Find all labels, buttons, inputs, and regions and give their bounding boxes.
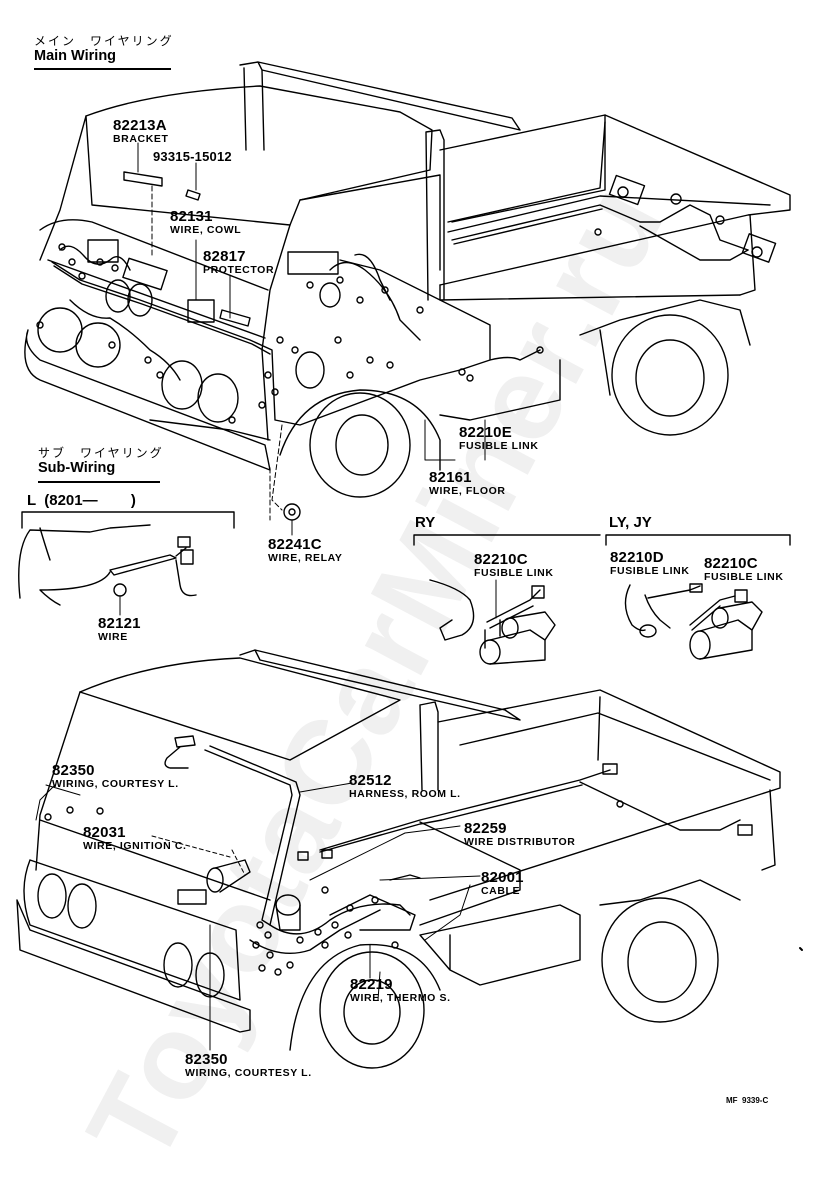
part-number: 82213A	[113, 117, 167, 134]
part-label-82241c: 82241C WIRE, RELAY	[268, 537, 342, 564]
cab-roof	[85, 85, 433, 226]
figure-code: MF 9339-C	[726, 1096, 769, 1105]
part-label-82210c-ly-jy: 82210C FUSIBLE LINK	[704, 556, 784, 583]
part-name: FUSIBLE LINK	[474, 567, 554, 579]
part-number: 82512	[349, 772, 392, 789]
section-underline	[34, 68, 171, 70]
part-number: 82210C	[474, 551, 528, 568]
part-number: 82031	[83, 824, 126, 841]
part-number: 82131	[170, 208, 213, 225]
front-wheel	[309, 392, 411, 498]
part-number: 82241C	[268, 536, 322, 553]
relay-82241c	[283, 503, 301, 521]
part-name: FUSIBLE LINK	[704, 571, 784, 583]
leader-lines-top	[137, 142, 486, 536]
part-label-82161: 82161 WIRE, FLOOR	[429, 470, 506, 497]
part-name: WIRE, COWL	[170, 224, 242, 236]
part-name: WIRING, COURTESY L.	[52, 778, 179, 790]
bracket-82213a	[123, 171, 163, 187]
part-label-82350-top: 82350 WIRING, COURTESY L.	[52, 763, 179, 790]
ly-jy-drawing	[605, 534, 791, 660]
section-title: Sub-Wiring	[38, 460, 116, 476]
part-label-82121: 82121 WIRE	[98, 616, 141, 643]
section-title: Main Wiring	[34, 48, 117, 64]
section-main-wiring: メイン ワイヤリング Main Wiring	[34, 35, 174, 64]
part-label-82259: 82259 WIRE DISTRIBUTOR	[464, 821, 576, 848]
part-name: FUSIBLE LINK	[459, 440, 539, 452]
part-name: HARNESS, ROOM L.	[349, 788, 461, 800]
part-number: 82350	[185, 1051, 228, 1068]
part-name: WIRE, IGNITION C.	[83, 840, 187, 852]
part-number: 82210D	[610, 549, 664, 566]
bottom-truck-drawing	[16, 649, 803, 1069]
part-name: FUSIBLE LINK	[610, 565, 690, 577]
leader-lines-bottom	[35, 782, 481, 1051]
section-underline	[38, 481, 160, 483]
part-label-82210c-ry: 82210C FUSIBLE LINK	[474, 552, 554, 579]
part-label-82213a: 82213A BRACKET	[113, 118, 169, 145]
part-name: WIRE, FLOOR	[429, 485, 506, 497]
truck-bed	[439, 114, 791, 286]
truck-bed-bottom	[429, 689, 781, 901]
part-name: CABLE	[481, 885, 521, 897]
cab-roof-bottom	[79, 657, 401, 761]
bracket-l	[21, 511, 235, 529]
part-label-82512: 82512 HARNESS, ROOM L.	[349, 773, 461, 800]
part-number: 82350	[52, 762, 95, 779]
part-number: 82121	[98, 615, 141, 632]
sub-wiring-l-drawing	[18, 511, 235, 616]
part-name: WIRING, COURTESY L.	[185, 1067, 312, 1079]
part-label-82210d: 82210D FUSIBLE LINK	[610, 550, 690, 577]
section-title-jp: メイン ワイヤリング	[34, 34, 174, 48]
front-fender	[279, 389, 441, 471]
section-sub-wiring: サブ ワイヤリング Sub-Wiring	[38, 447, 164, 476]
part-name: WIRE	[98, 631, 128, 643]
part-name: WIRE, THERMO S.	[350, 992, 451, 1004]
part-number: 82817	[203, 248, 246, 265]
distributor	[275, 894, 301, 916]
part-name: BRACKET	[113, 133, 169, 145]
ry-drawing	[413, 534, 601, 665]
harness-82512	[204, 745, 301, 926]
part-label-82219: 82219 WIRE, THERMO S.	[350, 977, 451, 1004]
variant-label-l: L (8201— )	[27, 492, 136, 509]
section-title-jp: サブ ワイヤリング	[38, 446, 164, 460]
part-name: WIRE, RELAY	[268, 552, 343, 564]
part-number: 82001	[481, 869, 524, 886]
part-label-82817: 82817 PROTECTOR	[203, 249, 274, 276]
part-name: PROTECTOR	[203, 264, 275, 276]
part-label-82350-bottom: 82350 WIRING, COURTESY L.	[185, 1052, 312, 1079]
part-label-82031: 82031 WIRE, IGNITION C.	[83, 825, 187, 852]
cab-side	[39, 115, 291, 441]
part-number: 82219	[350, 976, 393, 993]
top-truck-drawing	[24, 61, 791, 536]
wiring-illustration	[16, 61, 803, 1069]
connectors-bottom	[44, 806, 399, 976]
front-wheel-bottom	[319, 951, 425, 1069]
cab-rack	[239, 61, 521, 151]
part-name: WIRE DISTRIBUTOR	[464, 836, 576, 848]
harness-main-front	[51, 259, 491, 426]
cab-front	[24, 219, 271, 471]
starter-ry	[479, 639, 501, 665]
variant-label-ry: RY	[415, 514, 436, 531]
part-label-82131: 82131 WIRE, COWL	[170, 209, 241, 236]
part-label-82210e: 82210E FUSIBLE LINK	[459, 425, 539, 452]
starter-ly-jy	[689, 630, 711, 660]
part-number: 82210C	[704, 555, 758, 572]
part-number: 82161	[429, 469, 472, 486]
part-label-93315-15012: 93315-15012	[153, 150, 232, 163]
connectors-top	[36, 243, 544, 424]
cab-front-bottom	[23, 859, 241, 1001]
part-number: 82210E	[459, 424, 512, 441]
rear-wheel-bottom	[601, 897, 719, 1023]
part-number: 93315-15012	[153, 149, 232, 164]
rear-wheel	[611, 314, 729, 436]
part-number: 82259	[464, 820, 507, 837]
bolt-93315	[185, 189, 201, 201]
variant-label-ly-jy: LY, JY	[609, 514, 652, 531]
part-label-82001: 82001 CABLE	[481, 870, 524, 897]
